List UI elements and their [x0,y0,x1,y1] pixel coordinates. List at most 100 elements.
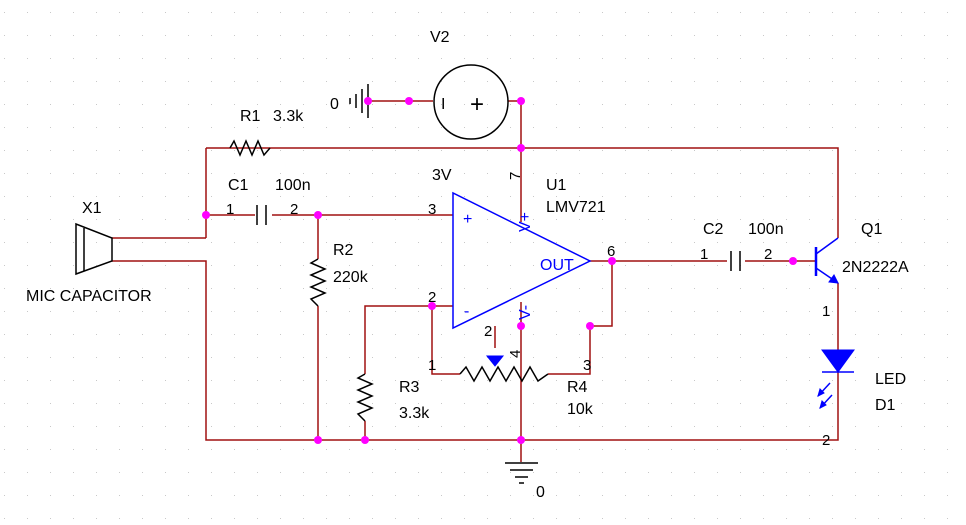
grid-dot [372,426,373,427]
grid-dot [372,472,373,473]
grid-dot [349,242,350,243]
grid-dot [602,357,603,358]
grid-dot [602,12,603,13]
grid-dot [441,242,442,243]
grid-dot [50,265,51,266]
grid-dot [50,426,51,427]
grid-dot [602,265,603,266]
svg-text:2: 2 [484,323,492,340]
grid-dot [763,518,764,519]
grid-dot [234,518,235,519]
grid-dot [50,495,51,496]
grid-dot [96,242,97,243]
grid-dot [326,242,327,243]
grid-dot [625,242,626,243]
grid-dot [487,518,488,519]
grid-dot [50,35,51,36]
grid-dot [740,288,741,289]
grid-dot [694,127,695,128]
grid-dot [694,495,695,496]
grid-dot [418,58,419,59]
grid-dot [27,495,28,496]
grid-dot [740,449,741,450]
grid-dot [556,518,557,519]
grid-dot [50,472,51,473]
grid-dot [73,81,74,82]
grid-dot [832,104,833,105]
grid-dot [556,495,557,496]
grid-dot [832,518,833,519]
grid-dot [510,357,511,358]
grid-dot [901,426,902,427]
grid-dot [648,104,649,105]
grid-dot [694,334,695,335]
grid-dot [510,265,511,266]
grid-dot [579,518,580,519]
grid-dot [625,311,626,312]
c1-ref-label: C1 [228,177,249,194]
grid-dot [671,58,672,59]
grid-dot [372,104,373,105]
grid-dot [326,518,327,519]
grid-dot [165,265,166,266]
grid-dot [487,242,488,243]
grid-dot [878,334,879,335]
grid-dot [464,426,465,427]
grid-dot [418,518,419,519]
grid-dot [349,495,350,496]
grid-dot [510,495,511,496]
grid-dot [165,357,166,358]
grid-dot [165,58,166,59]
grid-dot [671,127,672,128]
grid-dot [786,104,787,105]
grid-dot [832,196,833,197]
grid-dot [188,334,189,335]
grid-dot [648,127,649,128]
grid-dot [924,196,925,197]
grid-dot [50,288,51,289]
grid-dot [4,242,5,243]
grid-dot [625,288,626,289]
grid-dot [4,219,5,220]
grid-dot [119,127,120,128]
grid-dot [740,12,741,13]
grid-dot [717,472,718,473]
grid-dot [602,173,603,174]
grid-dot [809,58,810,59]
grid-dot [257,311,258,312]
grid-dot [671,495,672,496]
grid-dot [464,403,465,404]
grid-dot [625,403,626,404]
grid-dot [119,81,120,82]
grid-dot [533,12,534,13]
grid-dot [303,81,304,82]
grid-dot [717,150,718,151]
grid-dot [556,12,557,13]
grid-dot [878,380,879,381]
grid-dot [142,265,143,266]
grid-dot [487,35,488,36]
grid-dot [671,196,672,197]
node-gnd-r2 [314,436,322,444]
grid-dot [510,12,511,13]
grid-dot [188,35,189,36]
grid-dot [878,495,879,496]
r2-value-label: 220k [333,269,369,286]
grid-dot [395,311,396,312]
grid-dot [717,173,718,174]
grid-dot [142,104,143,105]
grid-dot [832,219,833,220]
grid-dot [740,173,741,174]
grid-dot [303,449,304,450]
grid-dot [211,173,212,174]
grid-dot [27,104,28,105]
grid-dot [280,104,281,105]
grid-dot [924,518,925,519]
grid-dot [717,357,718,358]
grid-dot [487,173,488,174]
grid-dot [418,449,419,450]
grid-dot [349,173,350,174]
grid-dot [832,81,833,82]
grid-dot [142,334,143,335]
grid-dot [878,518,879,519]
